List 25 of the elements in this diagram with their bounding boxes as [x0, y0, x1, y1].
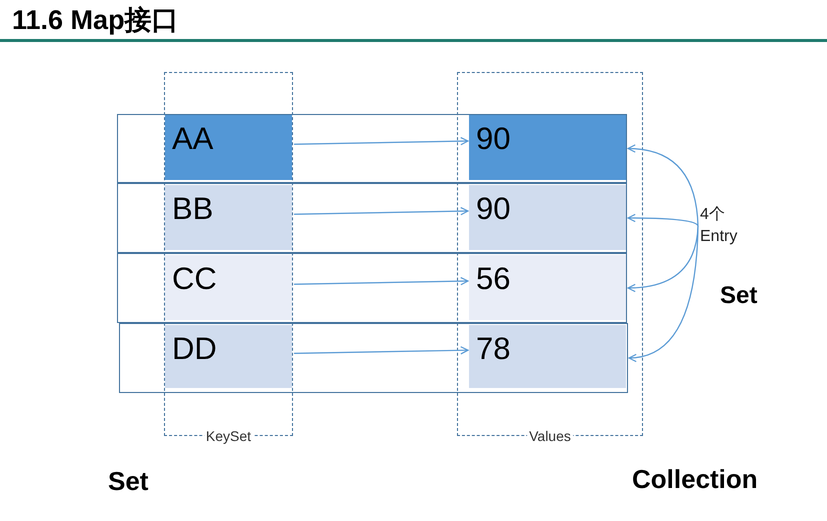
row-box	[117, 183, 627, 253]
arrow	[294, 206, 469, 216]
map-cell: DD	[165, 325, 292, 388]
map-cell: BB	[165, 185, 292, 250]
map-cell: 78	[469, 325, 626, 388]
arrow	[627, 144, 699, 226]
map-cell: 90	[469, 115, 626, 180]
row-box	[117, 253, 627, 323]
arrow	[628, 226, 699, 362]
title: 11.6 Map接口	[12, 4, 179, 37]
row-box	[119, 323, 628, 393]
set-label: Set	[108, 465, 148, 498]
set-label: Set	[720, 281, 758, 311]
arrow	[294, 276, 469, 286]
arrow	[627, 226, 699, 292]
map-cell: 56	[469, 255, 626, 320]
collection-label: Collection	[632, 463, 758, 496]
arrow	[294, 346, 469, 355]
map-cell: CC	[165, 255, 292, 320]
row-box	[117, 114, 627, 183]
map-cell: AA	[165, 115, 292, 180]
arrow	[294, 136, 469, 146]
arrow	[627, 214, 699, 226]
map-cell: 90	[469, 185, 626, 250]
entry-note: 4个 Entry	[700, 204, 752, 252]
